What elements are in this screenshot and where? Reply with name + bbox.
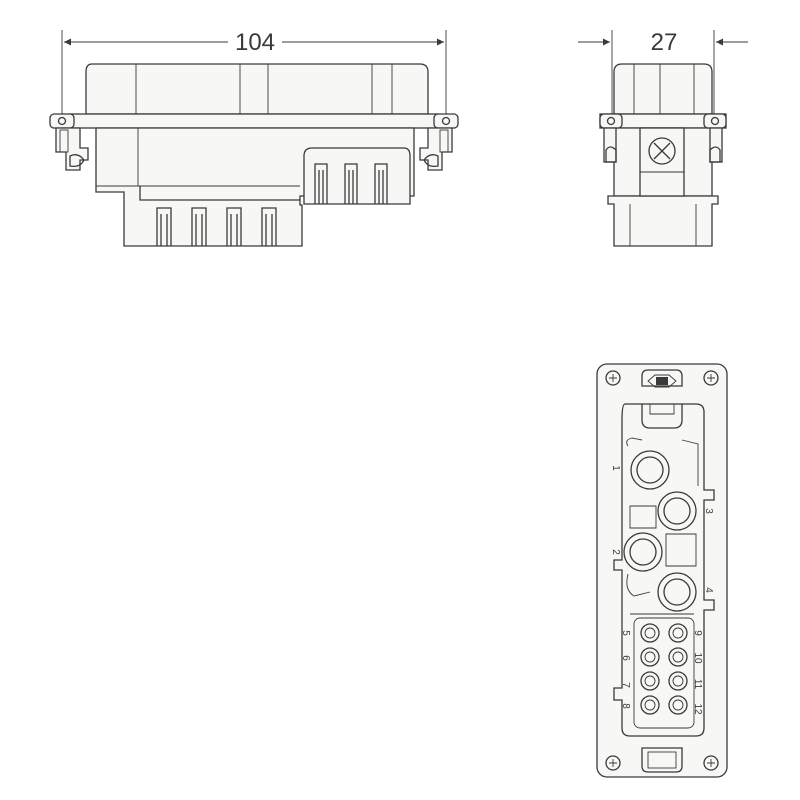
aux-contacts bbox=[633, 617, 695, 729]
logo-icon bbox=[647, 374, 677, 388]
dimension-width-label: 104 bbox=[235, 29, 275, 56]
screw-icon bbox=[648, 137, 676, 165]
main-contacts bbox=[623, 450, 697, 612]
pin-label-1: 1 bbox=[610, 465, 621, 471]
bottom-tab bbox=[641, 747, 683, 773]
screw-block bbox=[639, 127, 685, 197]
pin-label-8: 8 bbox=[620, 703, 631, 709]
dimension-depth: 27 bbox=[578, 29, 748, 118]
dimension-width: 104 bbox=[61, 29, 447, 118]
pin-label-12: 12 bbox=[692, 703, 703, 715]
pin-label-2: 2 bbox=[610, 549, 621, 555]
contact-4 bbox=[657, 572, 697, 612]
front-view: 104 bbox=[49, 29, 459, 247]
side-latch-left bbox=[599, 113, 623, 163]
pin-label-6: 6 bbox=[620, 655, 631, 661]
pin-label-11: 11 bbox=[692, 679, 703, 690]
pin-label-9: 9 bbox=[692, 630, 703, 636]
pin-label-4: 4 bbox=[703, 587, 714, 593]
side-view: 27 bbox=[578, 29, 748, 247]
contact-2 bbox=[623, 532, 663, 572]
contact-slots-lower bbox=[156, 207, 277, 246]
insert-face bbox=[613, 403, 715, 737]
pin-label-10: 10 bbox=[692, 652, 703, 664]
latch-left bbox=[49, 113, 89, 171]
mounting-screw-icons bbox=[605, 370, 719, 771]
face-view: 1 3 2 4 5 6 7 8 9 10 11 12 bbox=[596, 363, 728, 778]
contact-1 bbox=[630, 450, 670, 490]
dimension-depth-label: 27 bbox=[651, 29, 678, 56]
contact-slots-right bbox=[314, 163, 388, 204]
pin-labels: 1 3 2 4 5 6 7 8 9 10 11 12 bbox=[610, 465, 714, 715]
housing-top bbox=[85, 63, 429, 115]
flange-bar bbox=[69, 113, 439, 129]
pin-label-3: 3 bbox=[703, 508, 714, 514]
latch-right bbox=[419, 113, 459, 171]
pin-label-7: 7 bbox=[620, 682, 631, 688]
contact-3 bbox=[657, 491, 697, 531]
pin-label-5: 5 bbox=[620, 630, 631, 636]
side-latch-right bbox=[703, 113, 727, 163]
side-body-lower bbox=[607, 195, 719, 247]
side-housing-top bbox=[613, 63, 713, 115]
